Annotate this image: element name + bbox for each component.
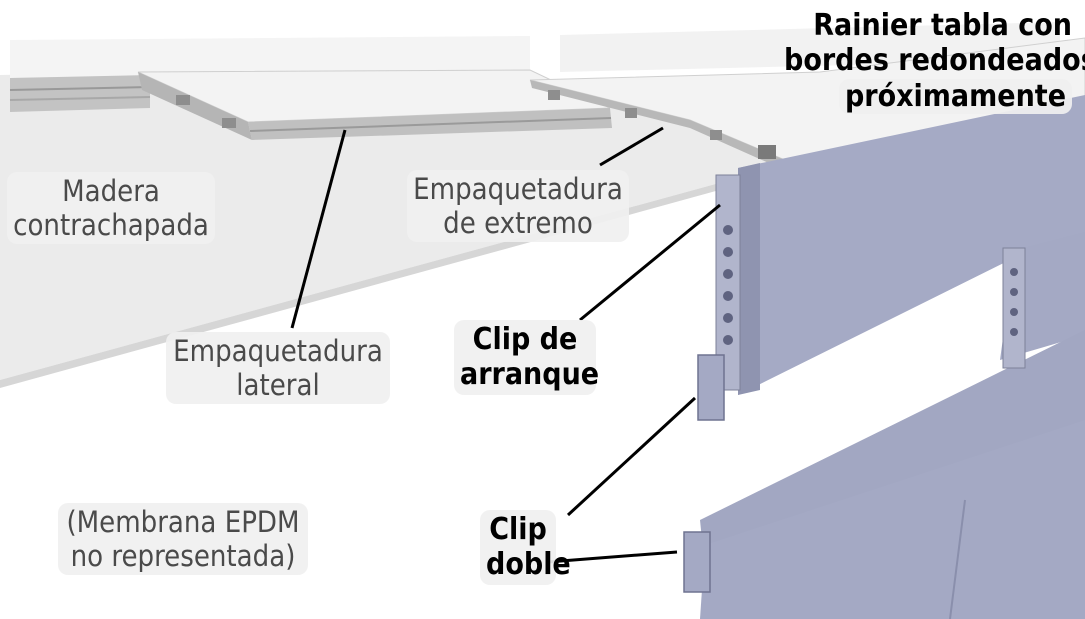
right-clip-hole-4 <box>1010 328 1018 336</box>
right-clip-4 <box>758 145 776 159</box>
left-gasket-groove <box>9 86 151 91</box>
middle-gasket-groove <box>249 117 612 132</box>
label-start-clip-line2: arranque <box>460 357 600 393</box>
middle-siding-panel-lower <box>700 330 1085 570</box>
label-plywood-line2: contrachapada <box>13 208 209 243</box>
label-plywood-line1: Madera <box>62 174 160 208</box>
leader-end-gasket <box>599 126 664 167</box>
label-double-clip-line2: doble <box>486 547 571 583</box>
right-clip-1 <box>548 90 560 100</box>
start-clip-strip <box>715 174 741 391</box>
start-clip-hole-5 <box>723 313 733 323</box>
label-rainier-line3: próximamente <box>838 78 1072 115</box>
upper-siding-panel-shade <box>738 163 760 395</box>
leader-side-gasket <box>290 129 347 329</box>
label-membrane-line1: (Membrana EPDM <box>66 505 300 539</box>
right-clip-hole-2 <box>1010 288 1018 296</box>
lower-panel-seam <box>949 499 966 619</box>
label-plywood: Madera contrachapada <box>7 172 215 245</box>
leader-double-clip <box>547 550 678 564</box>
start-clip-lower <box>697 354 725 421</box>
label-end-gasket: Empaquetadura de extremo <box>407 170 629 243</box>
lower-siding-panel <box>700 420 1085 619</box>
label-side-gasket-line1: Empaquetadura <box>173 334 383 368</box>
middle-clip-1 <box>176 95 190 105</box>
label-membrane: (Membrana EPDM no representada) <box>58 503 308 576</box>
right-clip-2 <box>625 108 637 118</box>
left-gasket-groove-2 <box>9 96 151 101</box>
start-clip-hole-1 <box>723 225 733 235</box>
start-clip-hole-4 <box>723 291 733 301</box>
start-clip-hole-2 <box>723 247 733 257</box>
plywood-sheet <box>0 72 785 380</box>
label-end-gasket-line1: Empaquetadura <box>413 172 623 206</box>
leader-start-clip-lower <box>566 396 697 517</box>
leader-start-clip <box>579 203 721 322</box>
left-gasket-rail <box>10 75 150 112</box>
middle-clip-2 <box>222 118 236 128</box>
label-start-clip-line1: Clip de <box>472 322 578 357</box>
double-clip <box>683 531 711 593</box>
back-board-left <box>10 36 530 78</box>
label-rainier-line1: Rainier tabla con <box>813 8 1072 43</box>
right-clip-3 <box>710 130 722 140</box>
label-rainier-line2: bordes redondeados, <box>784 43 1085 79</box>
label-side-gasket: Empaquetadura lateral <box>166 332 390 405</box>
start-clip-hole-3 <box>723 269 733 279</box>
label-start-clip: Clip de arranque <box>454 320 600 395</box>
label-end-gasket-line2: de extremo <box>443 206 593 241</box>
right-board-end-gasket <box>530 80 785 168</box>
start-clip-hole-6 <box>723 335 733 345</box>
label-double-clip: Clip doble <box>480 510 571 585</box>
upper-siding-panel <box>738 95 1085 395</box>
right-clip-hole-3 <box>1010 308 1018 316</box>
right-clip-hole-1 <box>1010 268 1018 276</box>
label-side-gasket-line2: lateral <box>236 368 320 403</box>
label-double-clip-line1: Clip <box>489 512 547 547</box>
label-rainier: Rainier tabla con bordes redondeados, pr… <box>778 6 1085 116</box>
label-membrane-line2: no representada) <box>70 539 296 574</box>
